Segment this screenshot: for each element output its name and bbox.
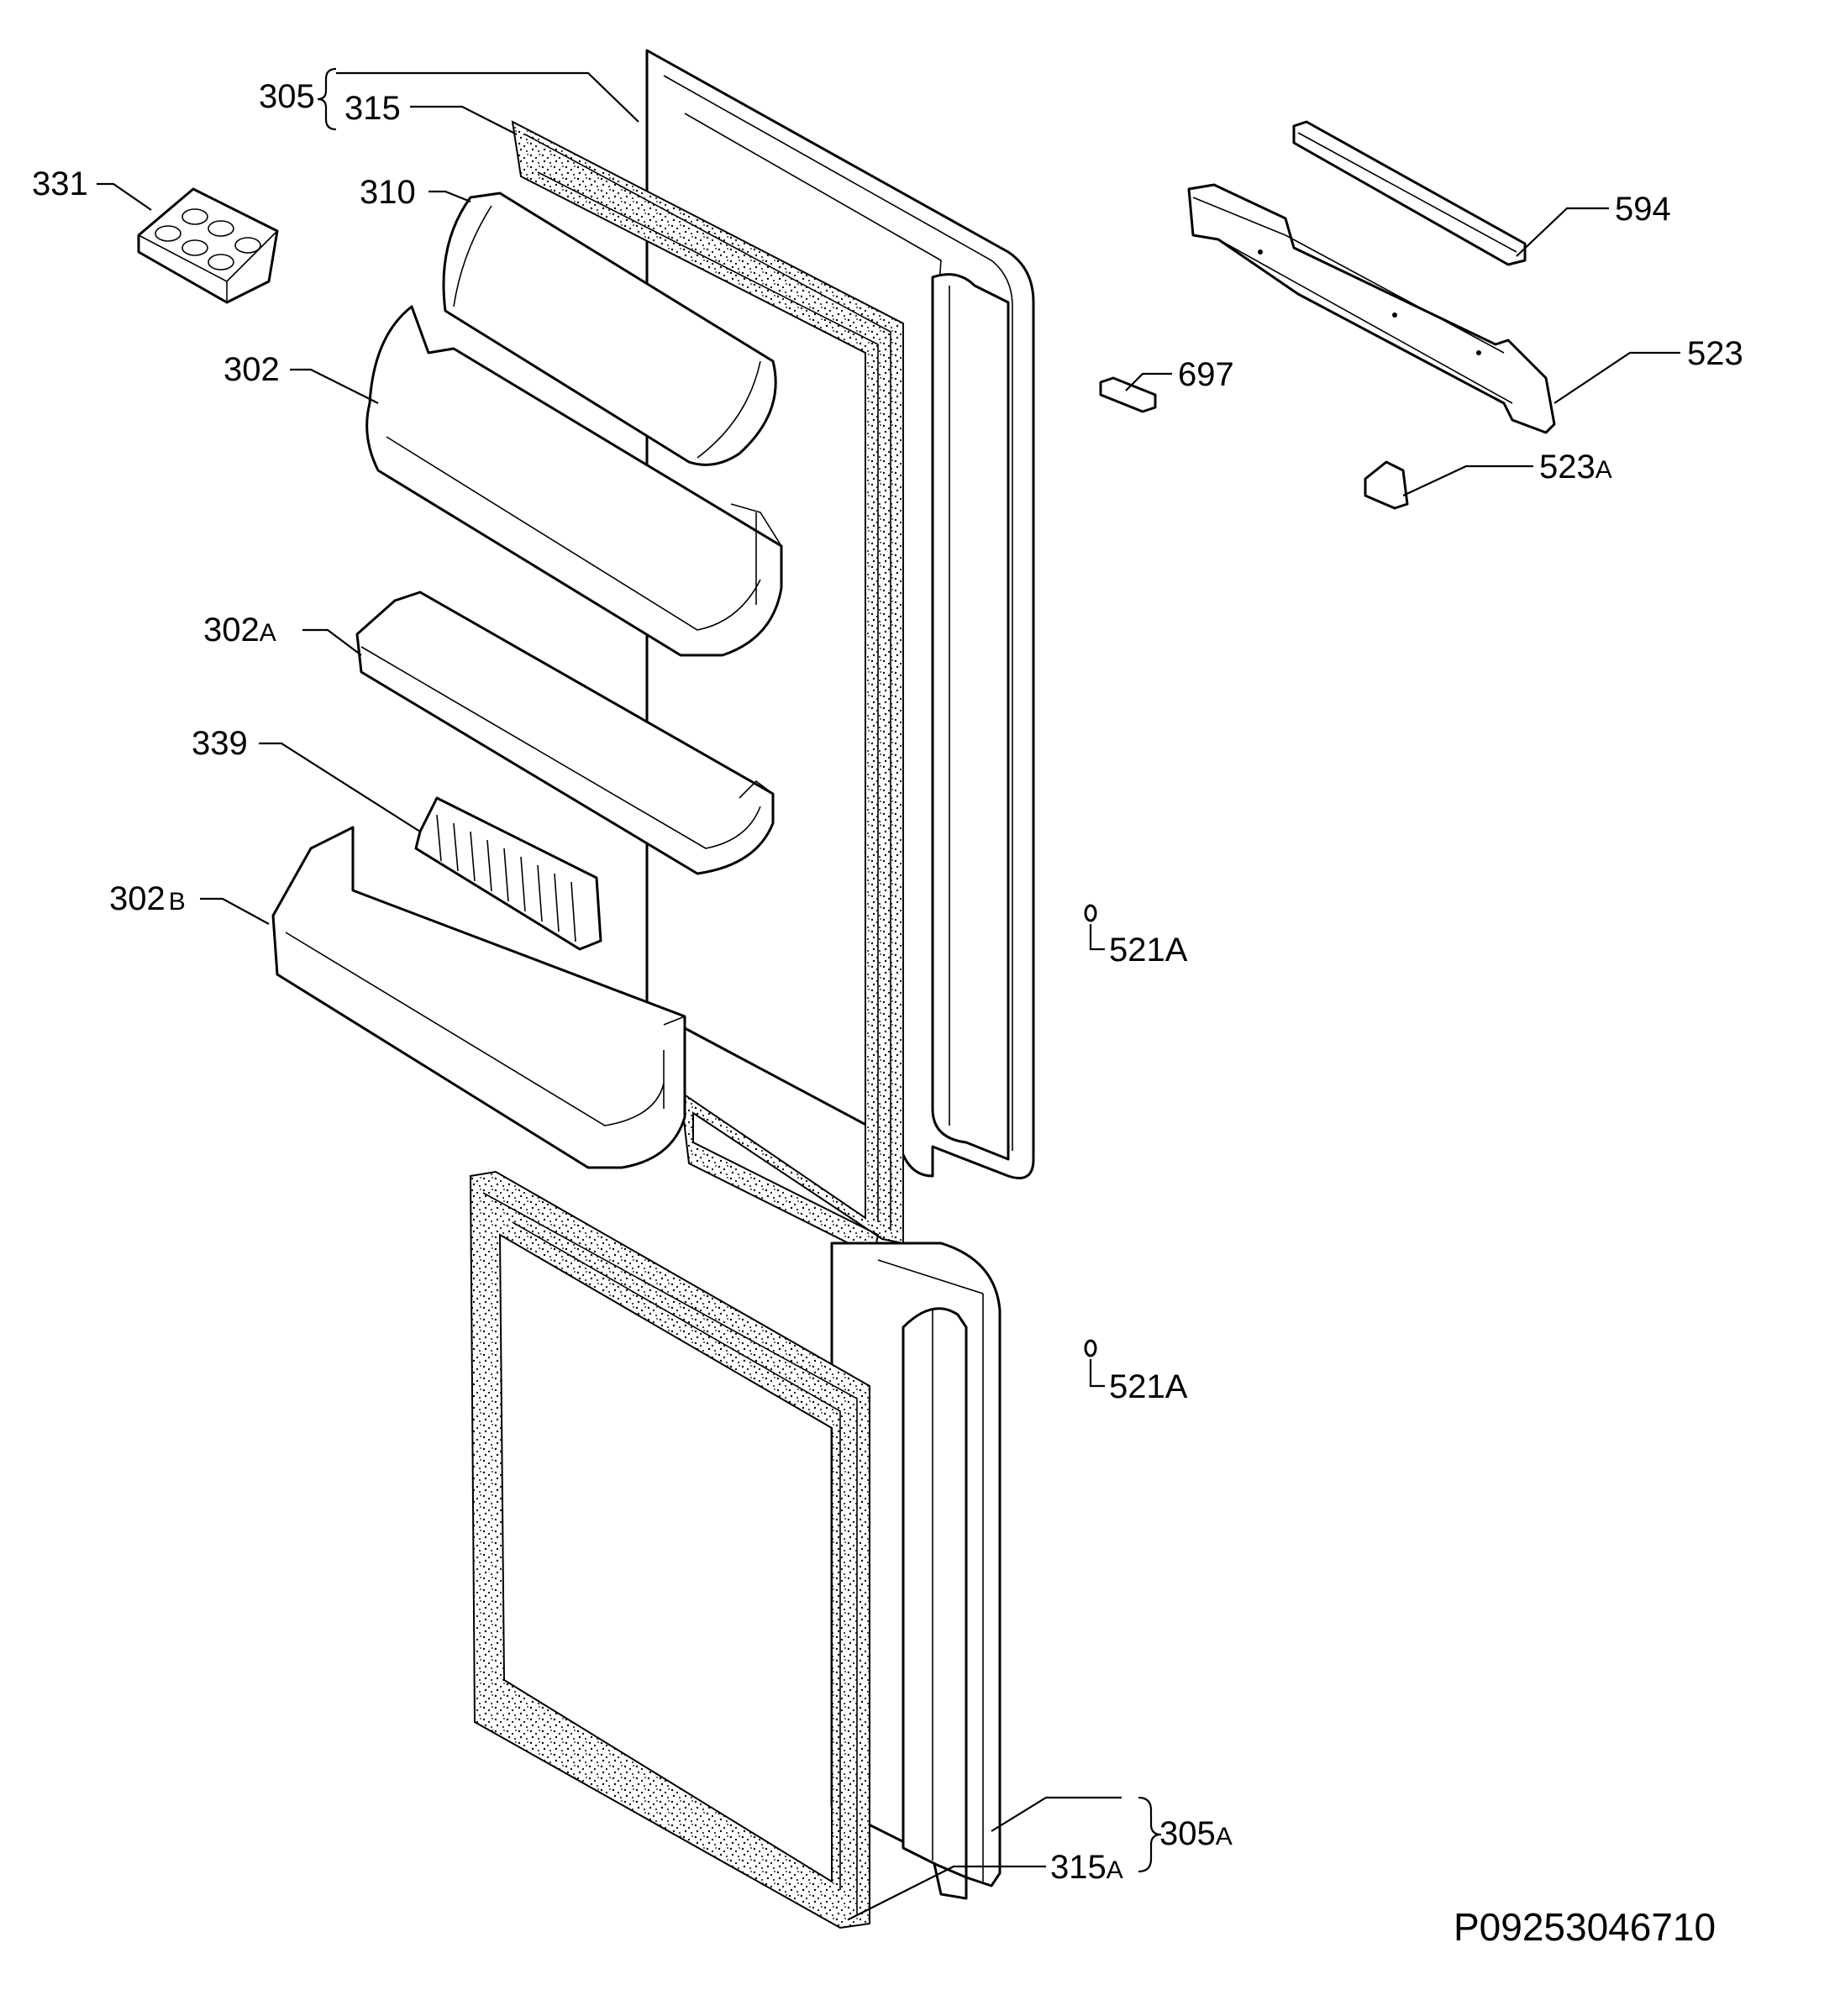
label-302A: 302A: [203, 612, 276, 648]
bottle-retainer: [414, 796, 602, 951]
handle-523: [1187, 183, 1556, 434]
lower-door-gasket: [469, 1170, 870, 1929]
label-305A: 305A: [1159, 1815, 1233, 1852]
label-310: 310: [360, 174, 416, 211]
label-302: 302: [223, 351, 280, 388]
label-339: 339: [192, 725, 248, 762]
door-shelf-302A: [355, 591, 775, 875]
label-594: 594: [1615, 191, 1671, 228]
label-521A-lower: 521A: [1109, 1368, 1188, 1405]
clip-697: [1099, 376, 1157, 413]
label-523A: 523A: [1539, 449, 1612, 486]
curly-brace-icon: [317, 67, 337, 131]
curly-brace-icon: [1138, 1796, 1162, 1873]
label-521A-upper: 521A: [1109, 932, 1188, 969]
end-cap-523A: [1364, 460, 1409, 510]
egg-tray: [137, 187, 279, 304]
upper-door-panel: [645, 49, 1035, 1179]
leader-lines: [97, 71, 1680, 1920]
label-305: 305: [259, 78, 315, 115]
stopper-521A-lower: [1084, 1339, 1097, 1357]
label-315A: 315A: [1050, 1849, 1123, 1886]
label-697: 697: [1178, 356, 1234, 393]
drawing-number: P09253046710: [1454, 1905, 1716, 1949]
stopper-521A-upper: [1084, 904, 1097, 922]
dairy-compartment-flap: [442, 192, 777, 466]
handle-cover-594: [1292, 120, 1527, 266]
door-shelf-302: [365, 305, 783, 657]
lower-door-panel: [830, 1242, 1001, 1900]
label-331: 331: [32, 165, 88, 202]
label-315: 315: [344, 90, 401, 127]
label-523: 523: [1687, 335, 1743, 372]
door-shelf-302B: [271, 826, 686, 1169]
